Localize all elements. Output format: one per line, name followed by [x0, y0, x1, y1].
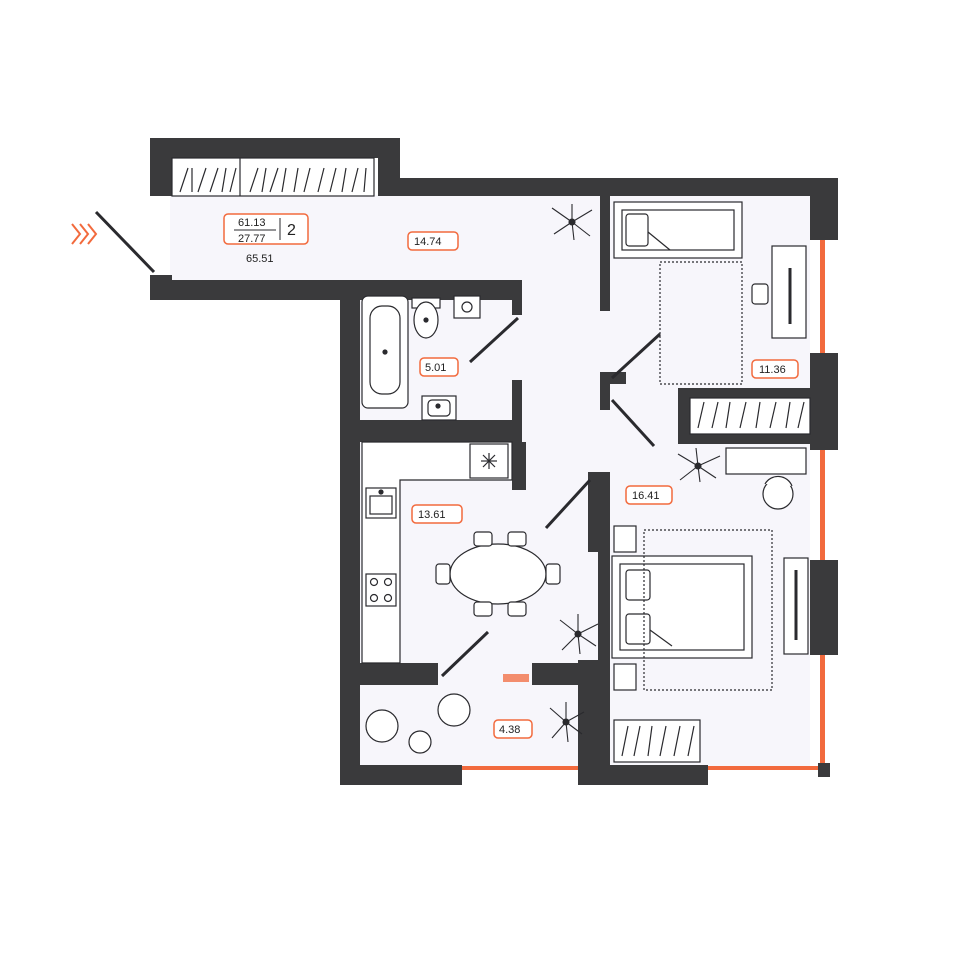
dining-table	[449, 543, 547, 605]
kitchen-sink-icon	[365, 487, 397, 519]
snowflake-icon	[481, 453, 497, 469]
desk	[751, 245, 807, 339]
rooms-count: 2	[287, 222, 296, 239]
living-area: 27.77	[238, 233, 266, 245]
entrance-door	[94, 210, 156, 274]
bed-icon	[613, 201, 743, 259]
stove-icon	[365, 573, 397, 607]
rug-main	[643, 529, 773, 691]
walls	[150, 138, 838, 785]
total-living-area: 61.13	[238, 217, 266, 229]
plant-icon	[549, 204, 721, 743]
dresser	[725, 447, 809, 655]
balcony-area: 4.38	[499, 724, 520, 736]
balcony-furniture	[365, 693, 471, 754]
wardrobe-top	[171, 157, 375, 197]
total-area: 65.51	[246, 253, 274, 265]
room-tags	[407, 231, 799, 739]
windows	[462, 240, 825, 770]
bedroom-main-area: 16.41	[632, 490, 660, 502]
bedroom-small-area: 11.36	[759, 364, 786, 376]
armchair-icon	[762, 475, 794, 510]
rug-small	[659, 261, 743, 385]
summary-tag: 61.13 27.77 2 65.51	[223, 213, 309, 265]
bathroom-area: 5.01	[425, 362, 446, 374]
entrance-arrows-icon	[71, 223, 98, 245]
toilet-icon	[411, 297, 441, 339]
sink-icon	[421, 395, 457, 421]
chair-icon	[435, 531, 561, 617]
bed-main-icon	[611, 555, 753, 659]
hall-area: 14.74	[414, 236, 442, 248]
kitchen-area: 13.61	[418, 509, 446, 521]
washer-icon	[453, 295, 481, 319]
doors	[440, 316, 662, 678]
wardrobe-bedroom-small	[689, 397, 811, 435]
bathtub-icon	[361, 295, 409, 409]
wardrobe-bedroom-main	[613, 719, 701, 763]
fridge	[469, 443, 509, 479]
kitchen-counter	[361, 441, 513, 664]
nightstands	[613, 525, 637, 691]
